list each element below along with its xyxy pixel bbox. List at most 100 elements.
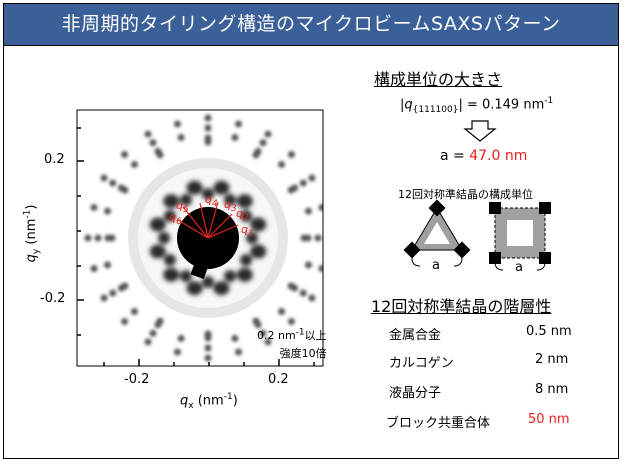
plot-frame (76, 109, 324, 367)
inner-spot (202, 188, 214, 200)
q4-label: q4 (205, 193, 218, 210)
inner-spot (158, 232, 170, 244)
inner-spot (163, 210, 176, 222)
q-magnitude-formula: |q{111100}| = 0.149 nm-1 (400, 96, 554, 115)
inner-spot (180, 270, 192, 283)
outer-spot (94, 234, 102, 242)
q5-label: q5 (176, 199, 189, 216)
outer-diffraction-spots (84, 114, 323, 362)
outer-spot (117, 284, 125, 292)
outer-spot (291, 284, 299, 292)
outer-spot (204, 114, 212, 122)
outer-spot (173, 120, 181, 128)
outer-spot (304, 234, 312, 242)
inner-spot (240, 210, 253, 222)
inner-spot (186, 180, 203, 195)
inner-spot (163, 194, 180, 209)
hierarchy-row-label: カルコゲン (389, 356, 454, 371)
intensity-note: 0.2 nm-1以上 強度10倍 (257, 327, 327, 360)
outer-spot (235, 348, 243, 356)
outer-spot (177, 334, 185, 342)
outer-spot (308, 294, 316, 302)
outer-spot (308, 174, 316, 182)
outer-spot (204, 344, 212, 352)
unit-size-heading: 構成単位の大きさ (374, 70, 503, 89)
x-axis-label: qx (nm-1) (180, 392, 238, 411)
outer-spot (84, 234, 92, 242)
hierarchy-row-value: 2 nm (535, 352, 569, 367)
hierarchy-row-label: 液晶分子 (389, 386, 442, 401)
square-unit-icon (489, 202, 551, 271)
inner-spot (224, 193, 236, 206)
inner-spot (250, 217, 267, 232)
building-units-caption: 12回対称準結晶の構成単位 (398, 188, 533, 201)
outer-spot (231, 334, 239, 342)
outer-spot (109, 179, 117, 187)
beamstop-holder (190, 236, 218, 280)
outer-spot (130, 160, 138, 168)
inner-spot (149, 217, 166, 232)
outer-spot (177, 134, 185, 142)
down-arrow-icon (463, 120, 497, 142)
outer-spot (109, 289, 117, 297)
outer-spot (121, 317, 129, 325)
inner-spot (224, 270, 236, 283)
outer-spot (154, 321, 162, 329)
inner-spot (240, 254, 253, 266)
outer-spot (264, 338, 272, 346)
q-vectors (177, 201, 239, 239)
inner-spot (163, 254, 176, 266)
hierarchy-row-label: 金属合金 (389, 328, 442, 343)
x-tick-label: 0.2 (268, 372, 289, 387)
outer-spot (90, 265, 98, 273)
outer-spot (299, 289, 307, 297)
outer-spot (264, 130, 272, 138)
hierarchy-row-value: 8 nm (535, 382, 569, 397)
y-tick-label: 0.2 (44, 152, 65, 167)
outer-spot (149, 139, 157, 147)
q3-label: q3 (224, 198, 237, 215)
outer-spot (204, 354, 212, 362)
outer-spot (117, 184, 125, 192)
y-tick-label: -0.2 (40, 291, 66, 306)
outer-spot (104, 261, 112, 269)
outer-spot (304, 207, 312, 215)
outer-spot (204, 334, 212, 342)
outer-spot (304, 261, 312, 269)
hierarchy-heading: 12回対称準結晶の階層性 (371, 297, 552, 316)
square-a-label: a (515, 260, 523, 275)
triangle-a-label: a (432, 258, 440, 273)
outer-spot (173, 348, 181, 356)
inner-spot (246, 232, 258, 244)
y-axis-label: qy (nm-1) (22, 204, 42, 263)
hierarchy-row-value: 50 nm (528, 412, 570, 427)
outer-spot (144, 338, 152, 346)
hierarchy-row-value: 0.5 nm (526, 324, 572, 339)
slide-title: 非周期的タイリング構造のマイクロビームSAXSパターン (3, 3, 619, 46)
outer-spot (287, 317, 295, 325)
outer-spot (318, 203, 323, 211)
inner-spot (163, 267, 180, 282)
unit-size-value: a = 47.0 nm (440, 148, 528, 164)
outer-spot (314, 234, 322, 242)
outer-spot (278, 308, 286, 316)
inner-spot (149, 244, 166, 259)
inner-spot (250, 244, 267, 259)
outer-spot (291, 184, 299, 192)
outer-spot (259, 329, 267, 337)
outer-spot (318, 265, 323, 273)
outer-spot (104, 234, 112, 242)
inner-spot (213, 180, 230, 195)
q2-label: q2 (236, 207, 249, 224)
outer-spot (231, 134, 239, 142)
outer-spot (100, 174, 108, 182)
triangle-unit-icon (403, 200, 471, 267)
outer-spot (100, 294, 108, 302)
outer-spot (254, 321, 262, 329)
outer-spot (254, 147, 262, 155)
inner-spot (202, 276, 214, 288)
outer-spot (299, 179, 307, 187)
inner-diffraction-spots (149, 180, 267, 296)
outer-spot (104, 207, 112, 215)
